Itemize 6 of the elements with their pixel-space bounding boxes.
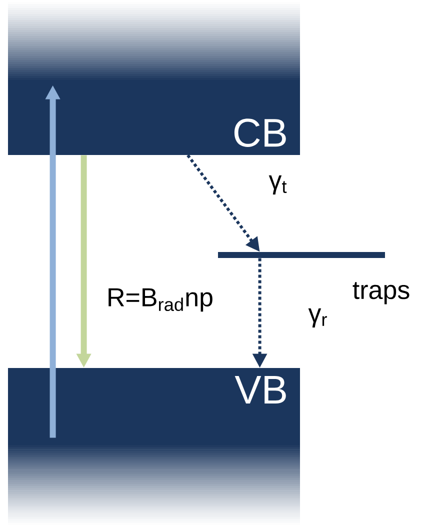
edge-label: R=B$_{rad}$np [108, 288, 212, 312]
band-box: CB [8, 0, 300, 155]
edge-label: γ$_{r}$ [308, 308, 327, 328]
level-label: traps [352, 282, 410, 304]
edge-label: γ$_{t}$ [268, 175, 287, 195]
band-box: VB [8, 368, 300, 527]
